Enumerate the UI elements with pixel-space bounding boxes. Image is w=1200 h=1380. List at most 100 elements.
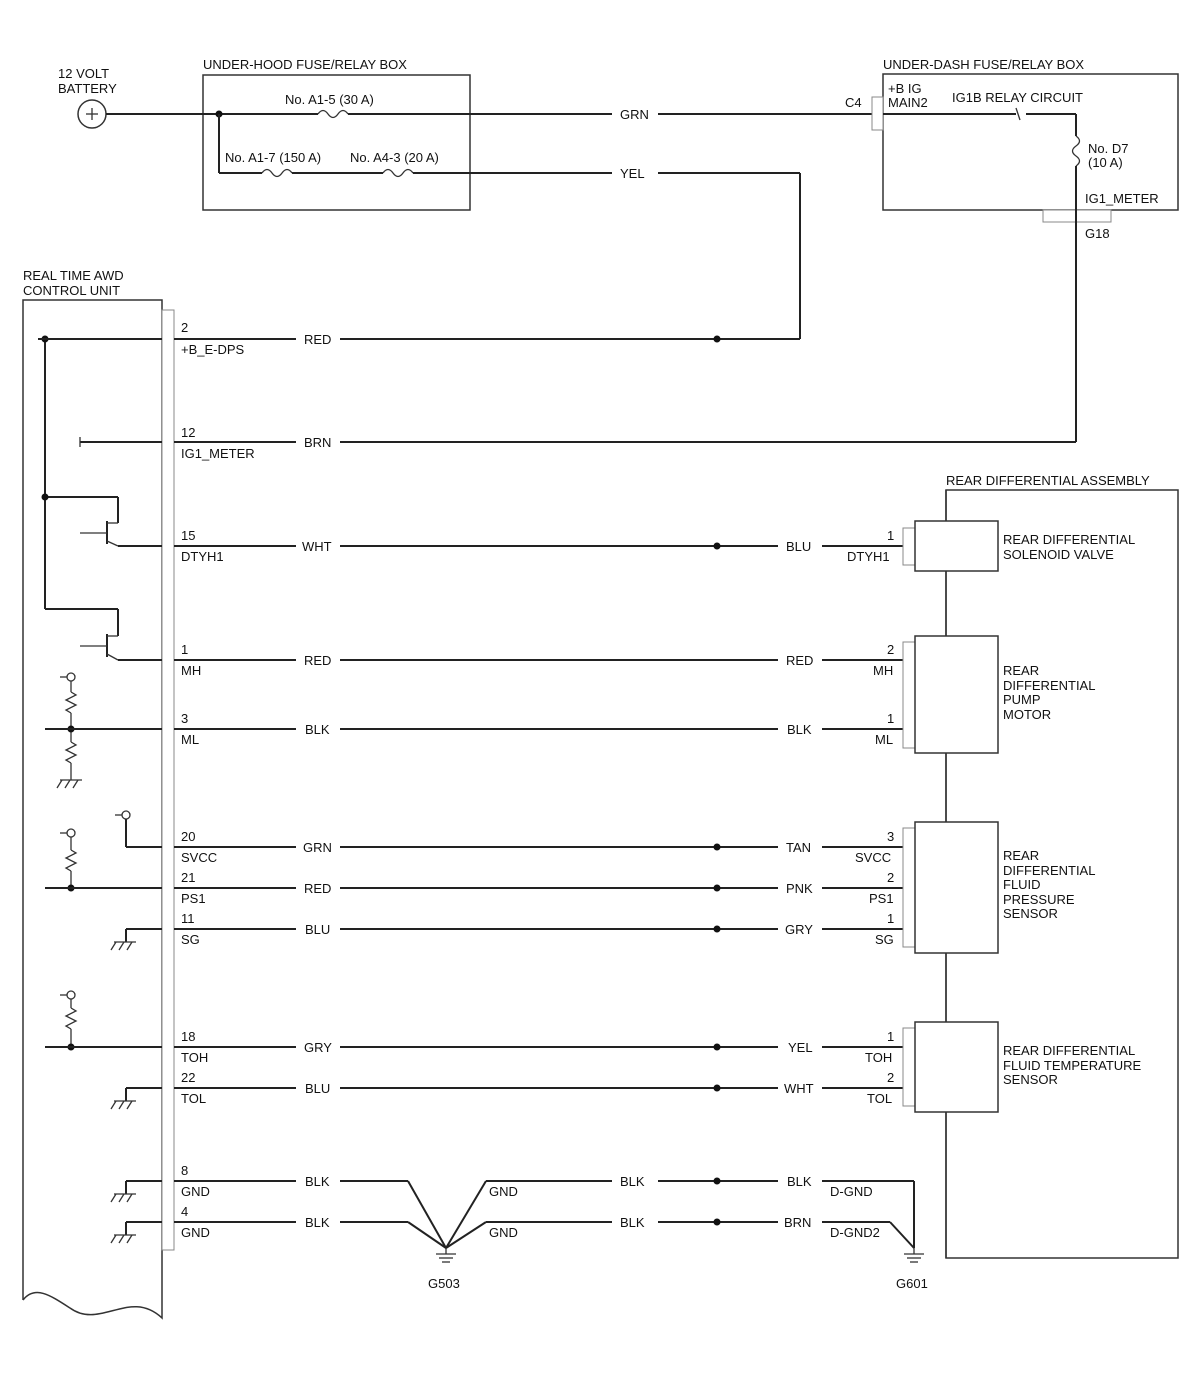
terminal-name: MH [181, 663, 201, 678]
wire-color: WHT [302, 539, 332, 554]
component-pin: 1 [887, 1029, 894, 1044]
component-terminal: D-GND2 [830, 1225, 880, 1240]
pump-label-line1: REAR [1003, 663, 1039, 678]
fuse-a1-7-label: No. A1-7 (150 A) [225, 150, 321, 165]
component-terminal: TOH [865, 1050, 892, 1065]
component-terminal: SVCC [855, 850, 891, 865]
resistor-icon [64, 1007, 78, 1030]
internal-grounds [110, 1180, 162, 1244]
terminal-name: +B_E-DPS [181, 342, 245, 357]
ig1-meter-out-label: IG1_METER [1085, 191, 1159, 206]
component-terminal: ML [875, 732, 893, 747]
resistor-icon [64, 849, 78, 872]
wire-color: BLK [305, 722, 330, 737]
terminal-name: TOL [181, 1091, 206, 1106]
wire-color-grn: GRN [620, 107, 649, 122]
underhood-fuse-box: UNDER-HOOD FUSE/RELAY BOX No. A1-5 (30 A… [202, 57, 471, 211]
wire-color: GRY [304, 1040, 332, 1055]
relay-contact-icon [1015, 107, 1021, 121]
circuit-row: 21 PS1 RED PNK 2 PS1 [174, 870, 903, 906]
resistor-network-toh [45, 990, 162, 1110]
awd-control-unit: REAL TIME AWD CONTROL UNIT [22, 268, 175, 1320]
wire-color: RED [304, 881, 331, 896]
pump-label-line4: MOTOR [1003, 707, 1051, 722]
solenoid-label-line2: SOLENOID VALVE [1003, 547, 1114, 562]
fuse-a4-3-label: No. A4-3 (20 A) [350, 150, 439, 165]
fluid-pressure-sensor [914, 821, 999, 954]
terminal-name: SVCC [181, 850, 217, 865]
circuit-row: 1 MH RED RED 2 MH [174, 642, 903, 678]
pressure-label-line3: FLUID [1003, 877, 1041, 892]
wire-color: BLK [305, 1215, 330, 1230]
wire-color: RED [304, 653, 331, 668]
fuse-d7-label: No. D7 [1088, 141, 1128, 156]
component-pin: 1 [887, 711, 894, 726]
ground-point-label: G601 [896, 1276, 928, 1291]
terminal-name: PS1 [181, 891, 206, 906]
ground-row: 8 GND BLK GND BLK BLK D-GND [174, 1163, 915, 1249]
wire-color: BLK [305, 1174, 330, 1189]
component-terminal: TOL [867, 1091, 892, 1106]
pin-number: 15 [181, 528, 195, 543]
circuit-row: 2 +B_E-DPS RED [174, 320, 800, 357]
underdash-title: UNDER-DASH FUSE/RELAY BOX [883, 57, 1084, 72]
ground-point-g503: G503 [428, 1248, 460, 1291]
pin-number: 21 [181, 870, 195, 885]
solenoid-label-line1: REAR DIFFERENTIAL [1003, 532, 1135, 547]
component-pin: 2 [887, 870, 894, 885]
control-unit-label-line2: CONTROL UNIT [23, 283, 120, 298]
wire-color-right: BLU [786, 539, 811, 554]
resistor-icon [64, 691, 78, 714]
wire-color-right: WHT [784, 1081, 814, 1096]
underdash-fuse-box: UNDER-DASH FUSE/RELAY BOX C4 +B IG MAIN2… [845, 57, 1179, 241]
battery-label-line1: 12 VOLT [58, 66, 109, 81]
rear-differential-assembly: REAR DIFFERENTIAL ASSEMBLY REAR DIFFEREN… [902, 473, 1179, 1259]
wire-color: RED [304, 332, 331, 347]
pump-label-line2: DIFFERENTIAL [1003, 678, 1095, 693]
solenoid-valve [914, 520, 999, 572]
battery: 12 VOLT BATTERY [58, 66, 117, 129]
terminal-name: ML [181, 732, 199, 747]
pin-number: 1 [181, 642, 188, 657]
pressure-label-line4: PRESSURE [1003, 892, 1075, 907]
wire-color-right: PNK [786, 881, 813, 896]
wire-color-right: BLK [787, 722, 812, 737]
component-pin: 3 [887, 829, 894, 844]
component-terminal: DTYH1 [847, 549, 890, 564]
rear-diff-title: REAR DIFFERENTIAL ASSEMBLY [946, 473, 1150, 488]
circuit-row: 12 IG1_METER BRN [174, 425, 1076, 461]
wire-color-right: GRY [785, 922, 813, 937]
pin-number: 12 [181, 425, 195, 440]
terminal-name: GND [181, 1225, 210, 1240]
ground-label: GND [489, 1225, 518, 1240]
wire-color-right: BRN [784, 1215, 811, 1230]
resistor-icon [64, 741, 78, 764]
component-terminal: SG [875, 932, 894, 947]
component-terminal: MH [873, 663, 893, 678]
wire-color-right: YEL [788, 1040, 813, 1055]
pressure-label-line1: REAR [1003, 848, 1039, 863]
wire-color: BLU [305, 1081, 330, 1096]
temp-label-line2: FLUID TEMPERATURE [1003, 1058, 1142, 1073]
fuse-a1-5-label: No. A1-5 (30 A) [285, 92, 374, 107]
wire-color-right: RED [786, 653, 813, 668]
terminal-name: DTYH1 [181, 549, 224, 564]
wire-color-mid: BLK [620, 1174, 645, 1189]
pump-motor [914, 635, 999, 754]
pin-number: 11 [181, 911, 195, 926]
pin-number: 20 [181, 829, 195, 844]
main2-label: MAIN2 [888, 95, 928, 110]
pin-number: 2 [181, 320, 188, 335]
wire-color-right: BLK [787, 1174, 812, 1189]
circuit-row: 3 ML BLK BLK 1 ML [174, 711, 903, 747]
wire-color: BRN [304, 435, 331, 450]
pin-number: 3 [181, 711, 188, 726]
ground-point-label: G503 [428, 1276, 460, 1291]
circuit-row: 15 DTYH1 WHT BLU 1 DTYH1 [174, 528, 903, 564]
battery-label-line2: BATTERY [58, 81, 117, 96]
terminal-name: GND [181, 1184, 210, 1199]
pump-label-line3: PUMP [1003, 692, 1041, 707]
connector-g18-label: G18 [1085, 226, 1110, 241]
circuit-row: 22 TOL BLU WHT 2 TOL [174, 1070, 903, 1106]
